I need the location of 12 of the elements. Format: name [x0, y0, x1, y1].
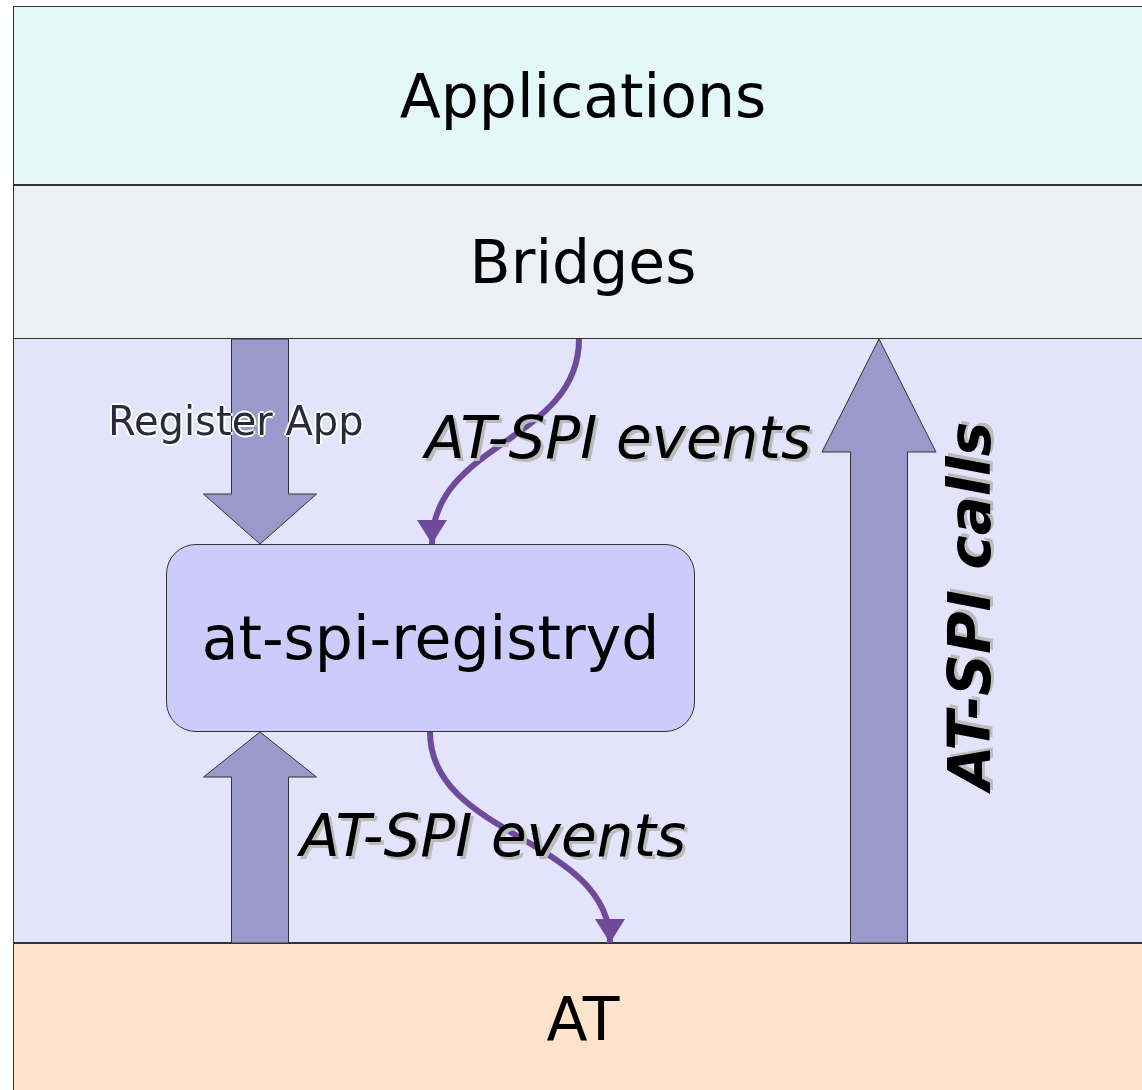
layer-label: Applications [399, 60, 767, 131]
process-box [166, 544, 695, 732]
layer-label: AT [546, 984, 620, 1054]
layer-band [13, 338, 1142, 943]
process-label: at-spi-registryd [201, 603, 660, 673]
block-arrow [203, 338, 317, 545]
layer-band [13, 6, 1142, 185]
layer-label: Bridges [469, 227, 697, 297]
layer-band [13, 185, 1142, 339]
block-arrow [203, 731, 317, 944]
block-arrow [821, 338, 937, 944]
layer-band [13, 943, 1142, 1090]
